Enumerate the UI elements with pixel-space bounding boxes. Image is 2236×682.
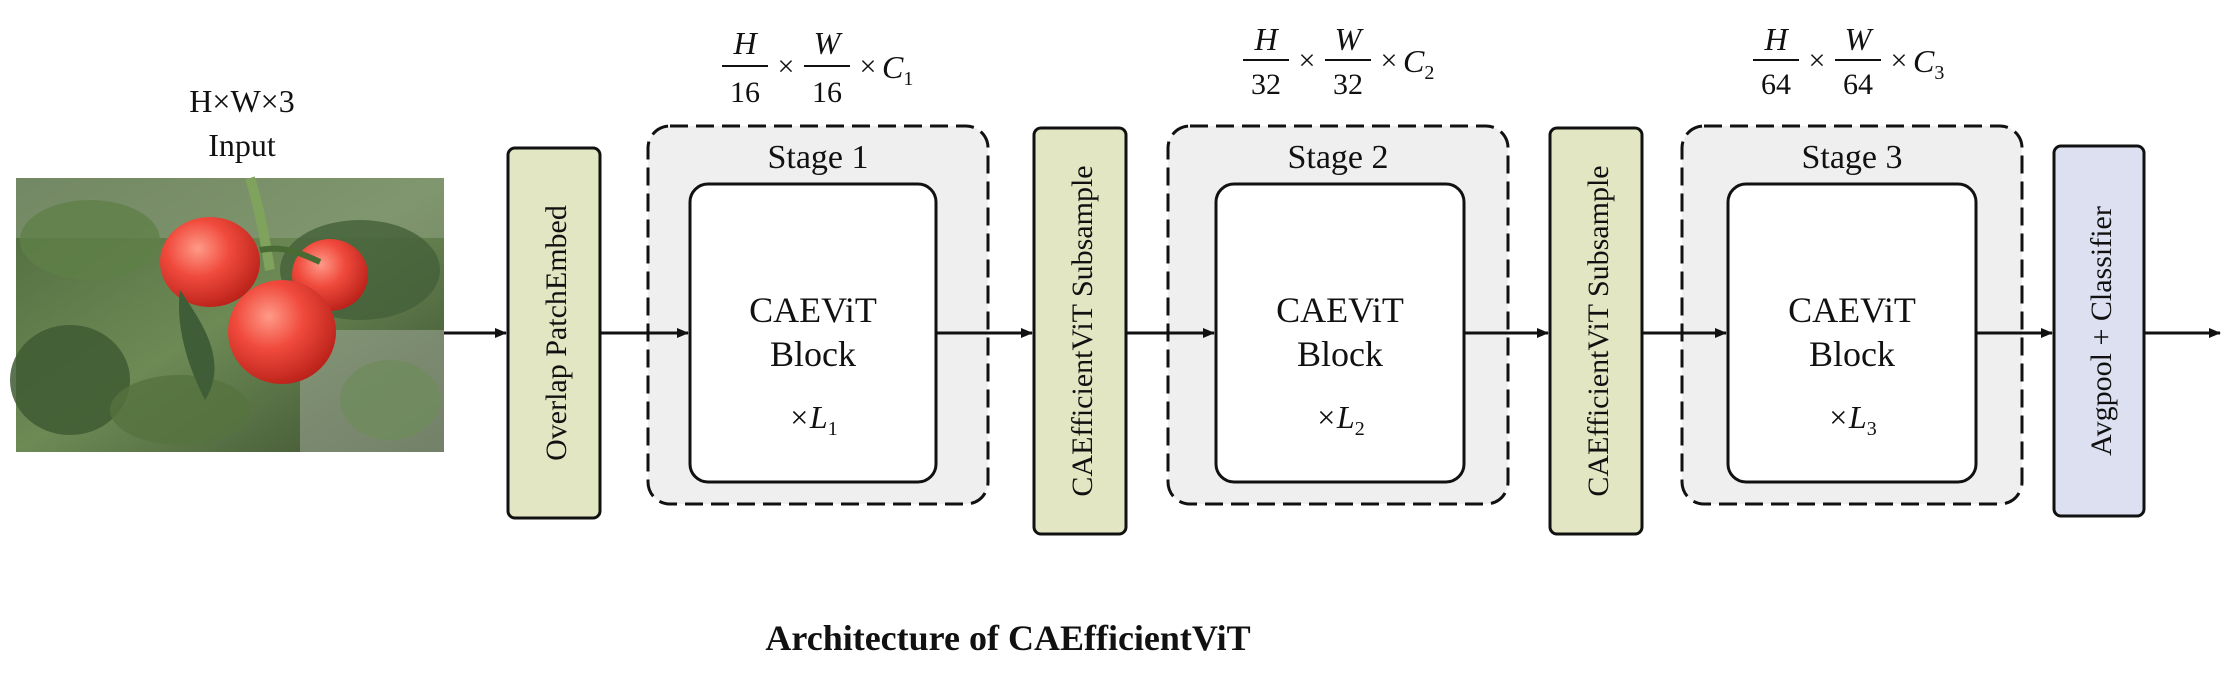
subsample-1-label: CAEfficientViT Subsample (1066, 165, 1099, 496)
svg-text:×: × (1299, 44, 1316, 77)
stage-3-block (1726, 182, 1978, 484)
input-dims-label: H×W×3 (189, 83, 294, 119)
svg-text:C2: C2 (1403, 43, 1434, 84)
stage-2-block-type: Block (1297, 334, 1383, 374)
classifier-box (2052, 144, 2146, 518)
svg-text:32: 32 (1333, 68, 1363, 101)
svg-text:32: 32 (1251, 68, 1281, 101)
stage-1-shape-formula: H 16 × W 16 × C1 (722, 25, 913, 109)
svg-text:64: 64 (1843, 68, 1873, 101)
svg-text:16: 16 (730, 76, 760, 109)
input-label: Input (208, 127, 276, 163)
stage-3-repeat: ×L3 (1827, 399, 1876, 440)
svg-text:W: W (1335, 21, 1365, 57)
stage-2-title: Stage 2 (1287, 139, 1388, 176)
stage-1-block (688, 182, 938, 484)
stage-1-block-type: Block (770, 334, 856, 374)
tomato-shape (160, 217, 260, 307)
svg-text:×: × (1809, 44, 1826, 77)
svg-text:16: 16 (812, 76, 842, 109)
svg-text:W: W (1845, 21, 1875, 57)
stage-3-shape-formula: H 64 × W 64 × C3 (1753, 21, 1944, 101)
subsample-2-label: CAEfficientViT Subsample (1582, 165, 1615, 496)
tomato-shape (228, 280, 336, 384)
svg-text:×: × (1891, 44, 1908, 77)
svg-text:H: H (732, 25, 758, 61)
svg-text:H: H (1763, 21, 1789, 57)
subsample-2-box (1548, 126, 1644, 536)
input-image (10, 176, 444, 452)
stage-1-block-name: CAEViT (749, 290, 877, 330)
stage-2-shape-formula: H 32 × W 32 × C2 (1243, 21, 1434, 101)
svg-text:W: W (814, 25, 844, 61)
svg-text:×: × (1381, 44, 1398, 77)
classifier-label: Avgpool + Classifier (2085, 206, 2118, 456)
stage-3-block-type: Block (1809, 334, 1895, 374)
svg-text:×: × (778, 50, 795, 83)
svg-text:×: × (860, 50, 877, 83)
stage-3-block-name: CAEViT (1788, 290, 1916, 330)
stage-2-block (1214, 182, 1466, 484)
svg-text:64: 64 (1761, 68, 1791, 101)
svg-text:C1: C1 (882, 49, 913, 90)
stage-1-title: Stage 1 (767, 139, 868, 176)
svg-text:H: H (1253, 21, 1279, 57)
patch-embed-label: Overlap PatchEmbed (540, 205, 573, 461)
subsample-1-box (1032, 126, 1128, 536)
stage-1-repeat: ×L1 (788, 399, 837, 440)
stage-2-repeat: ×L2 (1315, 399, 1364, 440)
svg-text:C3: C3 (1913, 43, 1944, 84)
diagram-title: Architecture of CAEfficientViT (765, 618, 1250, 658)
stage-2-block-name: CAEViT (1276, 290, 1404, 330)
stage-3-title: Stage 3 (1801, 139, 1902, 176)
